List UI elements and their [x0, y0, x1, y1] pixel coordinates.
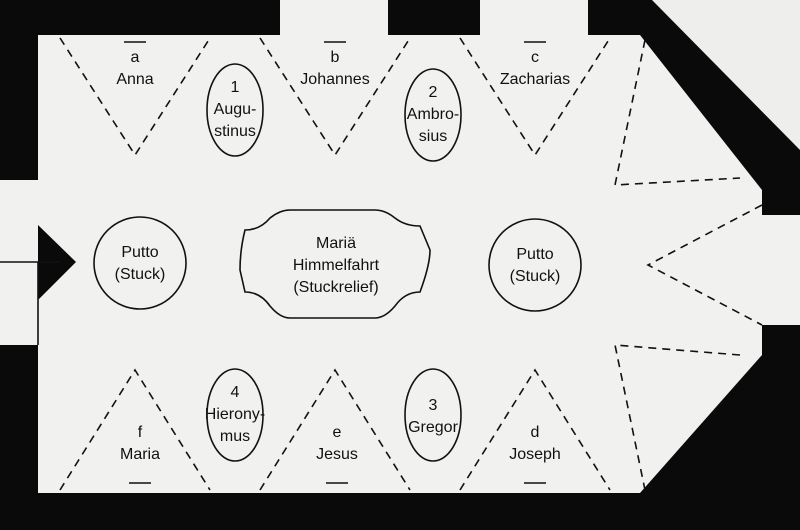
vault-triangle-f: [59, 368, 211, 491]
vault-apse-top: [614, 39, 741, 186]
center-relief-frame: [239, 209, 431, 319]
figure-f-letter: f: [138, 424, 143, 441]
vault-triangle-a: [59, 37, 211, 157]
figure-a-letter: a: [131, 49, 140, 66]
window-top-1: [280, 0, 388, 35]
putto-left-line1: Putto: [121, 244, 158, 261]
window-top-2: [480, 0, 588, 35]
window-right: [762, 215, 800, 325]
vault-triangle-c: [459, 37, 611, 157]
father-oval-2: [404, 68, 462, 162]
vault-triangle-e: [259, 368, 411, 491]
vault-triangle-d: [459, 368, 611, 491]
figure-e-name: Jesus: [316, 446, 358, 463]
figure-c-letter: c: [531, 49, 539, 66]
father-1-number: 1: [231, 79, 240, 96]
putto-left-line2: (Stuck): [115, 266, 166, 283]
father-2-line1: Ambro-: [407, 106, 459, 123]
center-relief-line1: Mariä: [316, 235, 356, 252]
center-relief-line2: Himmelfahrt: [293, 257, 380, 274]
figure-c-name: Zacharias: [500, 71, 570, 88]
father-oval-4: [206, 368, 264, 462]
father-1-line1: Augu-: [214, 101, 257, 118]
father-3-number: 3: [429, 397, 438, 414]
figure-b-name: Johannes: [300, 71, 369, 88]
putto-right-line1: Putto: [516, 246, 553, 263]
putto-right-line2: (Stuck): [510, 268, 561, 285]
vault-apse-bottom: [614, 344, 741, 491]
figure-b-letter: b: [331, 49, 340, 66]
father-4-number: 4: [231, 384, 240, 401]
vault-triangle-b: [259, 37, 411, 157]
father-oval-3: [404, 368, 462, 462]
father-oval-1: [206, 63, 264, 157]
father-3-line1: Gregor: [408, 419, 458, 436]
putto-left-circle: [93, 216, 187, 310]
vault-apse-middle: [646, 204, 763, 326]
figure-d-name: Joseph: [509, 446, 561, 463]
figure-e-letter: e: [333, 424, 342, 441]
father-1-line2: stinus: [214, 123, 256, 140]
father-2-line2: sius: [419, 128, 447, 145]
figure-d-letter: d: [531, 424, 540, 441]
figure-f-name: Maria: [120, 446, 160, 463]
interior-floor: [38, 35, 762, 493]
father-2-number: 2: [429, 84, 438, 101]
father-4-line2: mus: [220, 428, 250, 445]
putto-right-circle: [488, 218, 582, 312]
father-4-line1: Hierony-: [205, 406, 265, 423]
center-relief-line3: (Stuckrelief): [293, 279, 378, 296]
figure-a-name: Anna: [116, 71, 153, 88]
